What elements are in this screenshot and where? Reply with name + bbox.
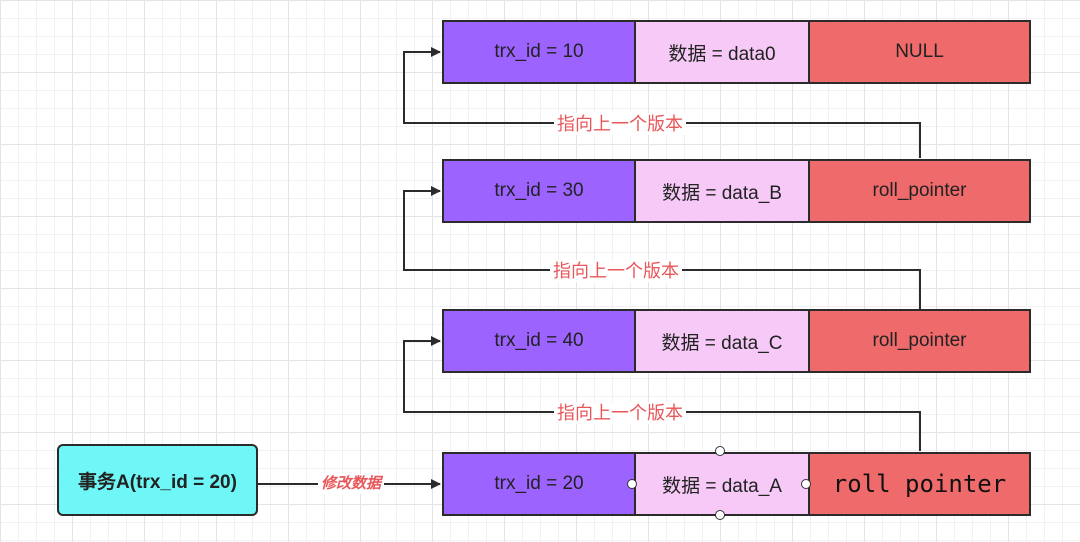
- roll-pointer-cell: roll_pointer: [808, 161, 1029, 221]
- roll-pointer-cell: NULL: [808, 22, 1029, 82]
- trx-id-cell: trx_id = 10: [444, 22, 634, 82]
- version-link-arrow-3: [403, 336, 921, 451]
- resize-handle-bottom[interactable]: [715, 510, 725, 520]
- trx-id-cell: trx_id = 30: [444, 161, 634, 221]
- resize-handle-top[interactable]: [715, 446, 725, 456]
- resize-handle-right[interactable]: [801, 479, 811, 489]
- version-link-label-2: 指向上一个版本: [550, 260, 682, 282]
- data-cell-selected[interactable]: 数据 = data_A: [634, 454, 808, 514]
- roll-pointer-cell[interactable]: roll pointer: [808, 454, 1029, 514]
- version-row-trx40: trx_id = 40 数据 = data_C roll_pointer: [442, 309, 1031, 373]
- version-link-arrow-2: [403, 186, 921, 310]
- resize-handle-left[interactable]: [627, 479, 637, 489]
- version-link-label-1: 指向上一个版本: [554, 113, 686, 135]
- trx-id-cell: trx_id = 20: [444, 454, 634, 514]
- data-cell: 数据 = data_B: [634, 161, 808, 221]
- version-link-label-3: 指向上一个版本: [554, 402, 686, 424]
- version-row-trx30: trx_id = 30 数据 = data_B roll_pointer: [442, 159, 1031, 223]
- data-cell: 数据 = data0: [634, 22, 808, 82]
- transaction-a-box[interactable]: 事务A(trx_id = 20): [57, 444, 258, 516]
- trx-id-cell: trx_id = 40: [444, 311, 634, 371]
- version-link-arrow-1: [403, 47, 921, 158]
- version-row-trx10: trx_id = 10 数据 = data0 NULL: [442, 20, 1031, 84]
- version-row-trx20[interactable]: trx_id = 20 数据 = data_A roll pointer: [442, 452, 1031, 516]
- data-cell: 数据 = data_C: [634, 311, 808, 371]
- modify-data-label: 修改数据: [318, 474, 385, 494]
- roll-pointer-cell: roll_pointer: [808, 311, 1029, 371]
